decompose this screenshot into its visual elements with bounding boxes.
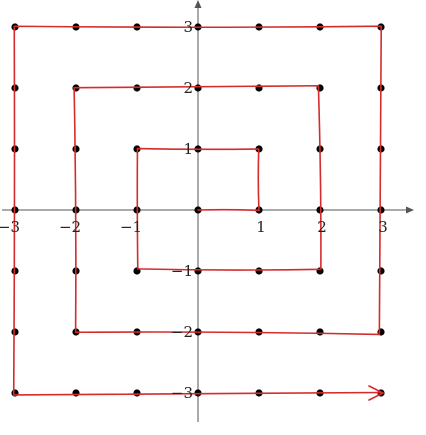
axes: [2, 0, 414, 422]
lattice-dot: [377, 267, 385, 275]
lattice-dot: [316, 328, 324, 336]
x-tick-label: 1: [256, 218, 266, 236]
spiral-arrowhead: [368, 385, 384, 401]
lattice-dot: [133, 389, 141, 397]
spiral-path: [12, 25, 383, 396]
x-tick-label: −1: [120, 218, 142, 236]
x-tick-label: 3: [378, 218, 388, 236]
lattice-dot: [377, 206, 385, 214]
x-tick-label: −2: [59, 218, 81, 236]
lattice-dot: [11, 328, 19, 336]
y-tick-label: 3: [183, 18, 193, 36]
tick-labels: −3 −2 −1 1 2 3 3 2 1 −1 −2 −3: [0, 18, 388, 402]
lattice-dot: [72, 145, 80, 153]
y-tick-label: 2: [183, 79, 193, 97]
lattice-dot: [72, 389, 80, 397]
y-tick-label: −3: [171, 384, 193, 402]
y-axis-arrow: [194, 0, 202, 8]
x-tick-label: −3: [0, 218, 20, 236]
lattice-dot: [194, 84, 202, 92]
lattice-dot: [255, 267, 263, 275]
y-tick-label: 1: [183, 140, 193, 158]
y-tick-label: −2: [171, 323, 193, 341]
lattice-dot: [316, 267, 324, 275]
x-tick-label: 2: [317, 218, 327, 236]
x-axis-arrow: [406, 206, 414, 214]
lattice-dot: [194, 267, 202, 275]
y-tick-label: −1: [171, 262, 193, 280]
